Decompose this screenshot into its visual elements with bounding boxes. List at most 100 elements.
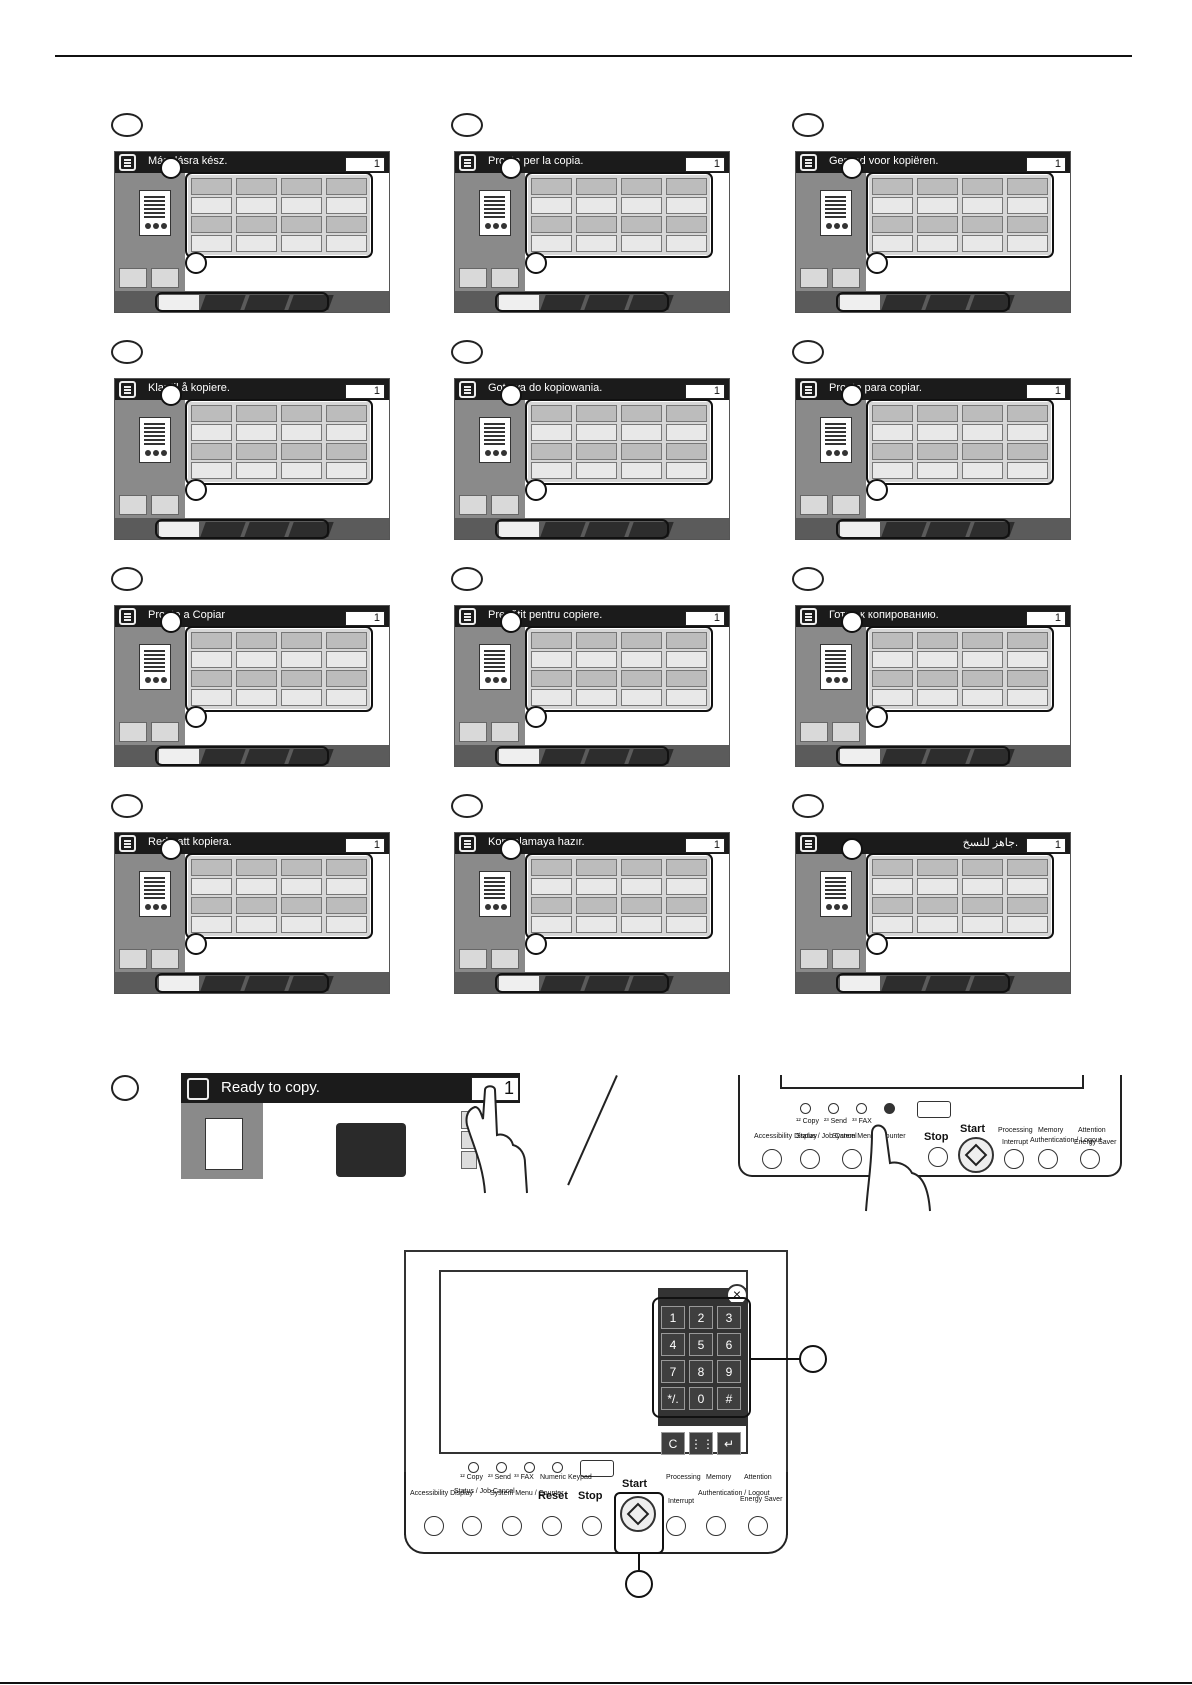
copy-count-field[interactable]: 1 (1026, 157, 1066, 172)
function-key[interactable] (1007, 859, 1048, 876)
side-button[interactable] (800, 268, 828, 288)
copy-count-field[interactable]: 1 (1026, 384, 1066, 399)
function-key[interactable] (191, 178, 232, 195)
function-key[interactable] (576, 859, 617, 876)
function-key[interactable] (281, 443, 322, 460)
function-key[interactable] (917, 405, 958, 422)
function-key[interactable] (531, 859, 572, 876)
status-button[interactable] (462, 1516, 482, 1536)
function-key[interactable] (191, 878, 232, 895)
function-key[interactable] (917, 670, 958, 687)
stop-button[interactable] (582, 1516, 602, 1536)
function-key[interactable] (576, 462, 617, 479)
function-key[interactable] (872, 859, 913, 876)
function-key[interactable] (236, 916, 277, 933)
function-key[interactable] (962, 405, 1003, 422)
function-key[interactable] (326, 405, 367, 422)
function-key[interactable] (326, 878, 367, 895)
system-menu-button[interactable] (842, 1149, 862, 1169)
function-key[interactable] (917, 197, 958, 214)
function-key[interactable] (666, 443, 707, 460)
energy-saver-button[interactable] (1080, 1149, 1100, 1169)
function-key[interactable] (666, 916, 707, 933)
copy-count-field[interactable]: 1 (685, 611, 725, 626)
function-key[interactable] (191, 405, 232, 422)
function-key[interactable] (962, 216, 1003, 233)
keypad-key[interactable]: 5 (689, 1333, 713, 1356)
function-key[interactable] (236, 897, 277, 914)
function-key[interactable] (576, 670, 617, 687)
function-key[interactable] (666, 235, 707, 252)
function-key[interactable] (531, 443, 572, 460)
function-key[interactable] (962, 670, 1003, 687)
function-key[interactable] (962, 897, 1003, 914)
function-key[interactable] (236, 859, 277, 876)
function-key[interactable] (576, 916, 617, 933)
side-button[interactable] (491, 722, 519, 742)
function-key[interactable] (326, 670, 367, 687)
keypad-key[interactable]: 6 (717, 1333, 741, 1356)
function-key[interactable] (326, 462, 367, 479)
function-key[interactable] (917, 632, 958, 649)
keypad-function-key[interactable]: ↵ (717, 1432, 741, 1455)
keypad-key[interactable]: 0 (689, 1387, 713, 1410)
side-button[interactable] (491, 949, 519, 969)
function-key[interactable] (191, 443, 232, 460)
function-key[interactable] (576, 878, 617, 895)
function-key[interactable] (531, 405, 572, 422)
function-key[interactable] (1007, 178, 1048, 195)
function-key[interactable] (962, 916, 1003, 933)
function-key[interactable] (872, 916, 913, 933)
function-key[interactable] (326, 859, 367, 876)
interrupt-button[interactable] (1004, 1149, 1024, 1169)
copy-count-field[interactable]: 1 (685, 157, 725, 172)
function-key[interactable] (666, 689, 707, 706)
start-button[interactable] (958, 1137, 994, 1173)
accessibility-button[interactable] (762, 1149, 782, 1169)
function-key[interactable] (621, 878, 662, 895)
keypad-key[interactable]: 1 (661, 1306, 685, 1329)
function-key[interactable] (621, 178, 662, 195)
home-button[interactable] (917, 1101, 951, 1118)
function-key[interactable] (872, 235, 913, 252)
authentication-button[interactable] (1038, 1149, 1058, 1169)
side-button[interactable] (459, 495, 487, 515)
function-key[interactable] (917, 859, 958, 876)
function-key[interactable] (326, 897, 367, 914)
keypad-function-key[interactable]: C (661, 1432, 685, 1455)
start-button[interactable] (620, 1496, 656, 1532)
function-key[interactable] (531, 424, 572, 441)
function-key[interactable] (621, 632, 662, 649)
function-key[interactable] (281, 670, 322, 687)
keypad-key[interactable]: 2 (689, 1306, 713, 1329)
function-key[interactable] (281, 178, 322, 195)
function-key[interactable] (917, 897, 958, 914)
function-key[interactable] (1007, 632, 1048, 649)
function-key[interactable] (962, 462, 1003, 479)
function-key[interactable] (962, 632, 1003, 649)
function-key[interactable] (576, 424, 617, 441)
function-key[interactable] (326, 178, 367, 195)
function-key[interactable] (281, 651, 322, 668)
function-key[interactable] (621, 216, 662, 233)
function-key[interactable] (281, 916, 322, 933)
keypad-key[interactable]: # (717, 1387, 741, 1410)
function-key[interactable] (576, 235, 617, 252)
copy-count-field[interactable]: 1 (685, 838, 725, 853)
function-key[interactable] (621, 197, 662, 214)
function-key[interactable] (666, 405, 707, 422)
authentication-button[interactable] (706, 1516, 726, 1536)
function-key[interactable] (917, 216, 958, 233)
function-key[interactable] (962, 178, 1003, 195)
function-key[interactable] (281, 689, 322, 706)
side-button[interactable] (151, 268, 179, 288)
function-key[interactable] (326, 443, 367, 460)
function-key[interactable] (872, 462, 913, 479)
copy-count-field[interactable]: 1 (1026, 611, 1066, 626)
tab[interactable] (159, 749, 199, 764)
function-key[interactable] (872, 197, 913, 214)
function-key[interactable] (917, 878, 958, 895)
function-key[interactable] (666, 462, 707, 479)
function-key[interactable] (191, 916, 232, 933)
function-key[interactable] (872, 689, 913, 706)
